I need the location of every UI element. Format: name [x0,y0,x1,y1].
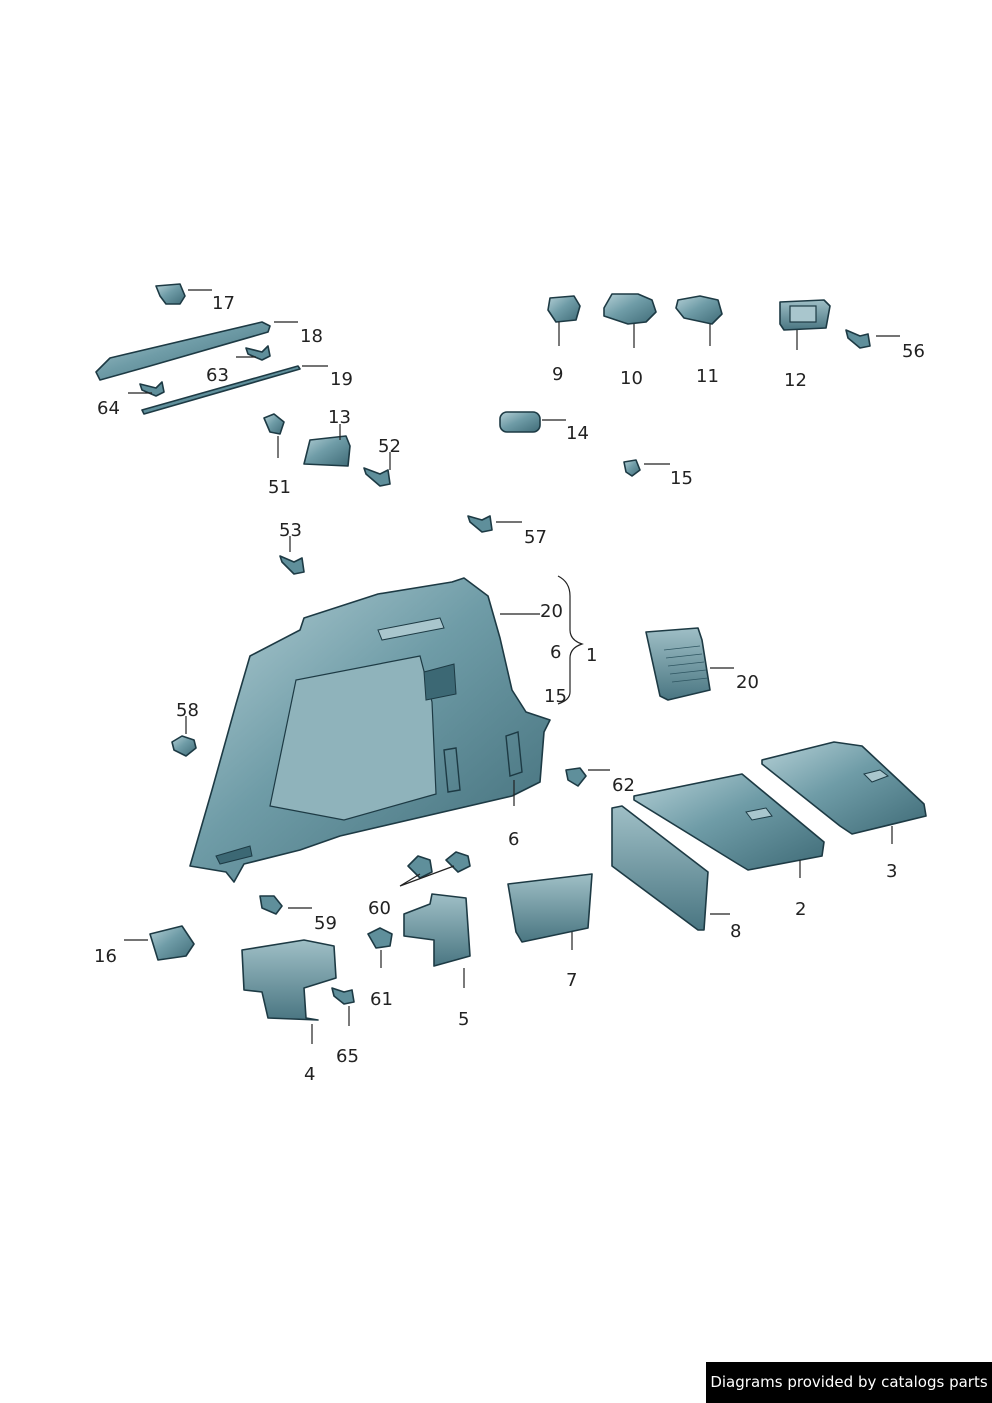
callout-12: 12 [784,370,807,391]
part-19-rod [141,365,301,415]
part-61-nut [367,927,393,949]
callout-11: 11 [696,366,719,387]
part-60-nuts [407,851,471,879]
callout-59: 59 [314,913,337,934]
callout-6-bottom: 6 [508,829,519,850]
callout-20-grille: 20 [736,672,759,693]
callout-65: 65 [336,1046,359,1067]
callout-51: 51 [268,477,291,498]
part-62-rivet [565,767,587,787]
callout-14: 14 [566,423,589,444]
callout-60: 60 [368,898,391,919]
callout-4: 4 [304,1064,315,1085]
part-2-floor-panel [633,773,825,871]
callout-20-top: 20 [540,601,563,622]
callout-5: 5 [458,1009,469,1030]
callout-61: 61 [370,989,393,1010]
part-53-screw [279,555,305,575]
part-51-clip [263,413,285,435]
diagram-credit: Diagrams provided by catalogs parts [706,1362,992,1403]
part-16-cap [149,925,195,961]
part-65-screw [331,987,355,1005]
part-3-floor-panel [761,741,927,835]
part-14-cap [499,411,541,433]
callout-58: 58 [176,700,199,721]
part-52-screw [363,467,391,487]
part-20-grille [645,627,711,701]
callout-52: 52 [378,436,401,457]
callout-10: 10 [620,368,643,389]
part-63-screw [245,345,271,361]
callout-9: 9 [552,364,563,385]
callout-15: 15 [670,468,693,489]
callout-2: 2 [795,899,806,920]
part-58-plug [171,735,197,757]
part-11-socket [675,295,723,325]
part-17-clip [155,283,186,305]
callout-15-bracket: 15 [544,686,567,707]
part-5-bracket [403,893,471,967]
callout-63: 63 [206,365,229,386]
callout-56: 56 [902,341,925,362]
part-59-rivet [259,895,283,915]
callout-13: 13 [328,407,351,428]
callout-16: 16 [94,946,117,967]
part-10-housing [603,293,657,325]
callout-17: 17 [212,293,235,314]
callout-53: 53 [279,520,302,541]
part-8-side-wall [611,805,709,931]
callout-8: 8 [730,921,741,942]
part-56-screw [845,329,871,349]
part-13-cover [303,435,351,467]
part-64-screw [139,381,165,397]
part-4-cover [241,939,337,1021]
callout-3: 3 [886,861,897,882]
callout-62: 62 [612,775,635,796]
part-9-holder [547,295,581,323]
part-18-trim-strip [95,321,271,381]
callout-7: 7 [566,970,577,991]
callout-1: 1 [586,645,597,666]
callout-18: 18 [300,326,323,347]
part-57-screw [467,515,493,533]
callout-6-top: 6 [550,642,561,663]
callout-19: 19 [330,369,353,390]
part-7-tray [507,873,593,943]
callout-57: 57 [524,527,547,548]
part-15-clip [623,459,641,477]
callout-64: 64 [97,398,120,419]
part-1-side-trim-panel [189,577,551,883]
